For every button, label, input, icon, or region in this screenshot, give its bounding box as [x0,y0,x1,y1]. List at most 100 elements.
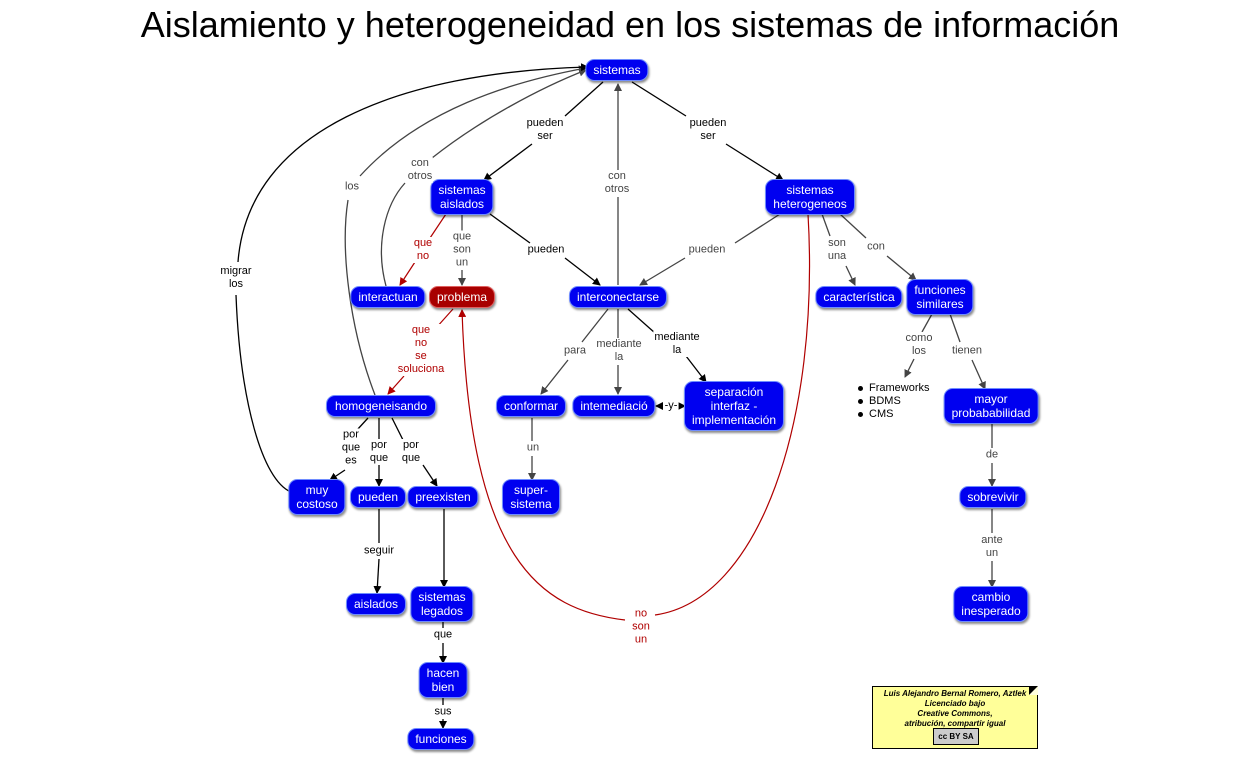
link-label-ante-un: ante un [980,534,1004,560]
node-cambio: cambio inesperado [953,586,1029,622]
link-label-con-otros-1: con otros [406,157,434,183]
bullet-icon [858,386,863,391]
link-label-por-que-2: por que [400,439,422,465]
connector [540,359,569,395]
connector [235,294,292,493]
node-homogeneisando: homogeneisando [326,395,436,417]
license-note: Luis Alejandro Bernal Romero, Aztlek Lic… [872,686,1038,749]
connector [391,417,404,441]
link-label-por-que-es: por que es [340,428,362,468]
examples-list: Frameworks BDMS CMS [858,382,930,421]
connector [431,68,587,159]
node-heterogeneos: sistemas heterogeneos [765,179,855,215]
node-preexisten: preexisten [407,486,479,508]
connector [734,213,781,244]
folded-corner-icon [1029,686,1038,695]
node-pueden: pueden [349,486,407,508]
node-problema: problema [428,286,496,308]
link-label-los: los [343,180,361,194]
credit-line: atribución, compartir igual [904,719,1006,728]
node-interconectarse: interconectarse [568,286,668,308]
connector [654,213,811,616]
connector [685,355,707,383]
connector [821,213,831,237]
example-item: BDMS [858,395,930,408]
node-aislados-top: sistemas aislados [430,179,494,215]
link-label-son-una: son una [826,237,848,263]
link-label-sus: sus [433,705,453,719]
connector [627,308,656,334]
connector [631,81,687,117]
link-label-mediante-la-1: mediante la [595,338,643,364]
connector [489,213,531,244]
connector [839,213,867,239]
link-label-que-son-un: que son un [451,230,473,270]
connector [886,255,917,281]
node-legados: sistemas legados [410,586,474,622]
link-label-un: un [525,441,541,455]
credit-line: Luis Alejandro Bernal Romero, Aztlek [883,689,1027,698]
diagram-title: Aislamiento y heterogeneidad en los sist… [140,4,1120,45]
node-funciones-similares: funciones similares [906,279,974,315]
connector [329,469,346,481]
node-sistemas: sistemas [585,59,649,81]
connector [373,558,382,594]
node-conformar: conformar [495,395,567,417]
node-caracteristica: característica [815,286,903,308]
connector [359,65,587,177]
link-label-pueden-a: pueden [526,243,566,257]
link-label-por-que-1: por que [368,439,390,465]
link-label-para: para [562,344,588,358]
connector [845,265,856,286]
link-label-que-no-se-soluciona: que no se soluciona [396,324,446,376]
connector [380,182,406,287]
bullet-icon [858,399,863,404]
link-label-que-no: que no [412,237,434,263]
link-label-tienen: tienen [951,344,983,358]
node-super-sistema: super- sistema [502,479,560,515]
connector [344,199,376,396]
node-intermediacio: intemediació [572,395,656,417]
node-muy-costoso: muy costoso [288,479,346,515]
connector [237,63,589,263]
link-label-pueden-ser-2: pueden ser [688,117,728,143]
connector [356,417,369,431]
link-label-de: de [984,448,1000,462]
node-interactuan: interactuan [350,286,426,308]
connector [971,359,986,390]
connector [458,309,626,621]
example-item: Frameworks [858,382,930,395]
node-funciones: funciones [407,728,475,750]
connector [387,375,405,395]
link-label-pueden-ser-1: pueden ser [525,117,565,143]
link-label-con-otros-2: con otros [603,170,631,196]
link-label-mediante-la-2: mediante la [653,331,701,357]
connector [564,257,601,286]
connector [725,143,784,181]
connector [399,261,416,286]
example-text: CMS [869,408,894,420]
connector [422,464,438,487]
connector [581,308,609,343]
connector [921,313,933,333]
example-text: Frameworks [869,382,930,394]
connector [429,213,447,239]
credit-line: Creative Commons, [917,709,993,718]
example-text: BDMS [869,395,901,407]
link-label-seguir: seguir [363,544,395,558]
node-sobrevivir: sobrevivir [959,486,1027,508]
connector [639,257,686,286]
connector [483,143,533,181]
node-separacion: separación interfaz - implementación [683,381,785,431]
node-mayor-prob: mayor probababilidad [943,388,1039,424]
connector [949,313,961,343]
creative-commons-badge: cc BY SA [933,728,979,745]
node-hacen-bien: hacen bien [418,662,468,698]
example-item: CMS [858,408,930,421]
link-label-que: que [432,628,454,642]
credit-line: Licenciado bajo [924,699,986,708]
connector [904,358,915,378]
link-label-pueden-b: pueden [687,243,727,257]
connector [564,81,604,117]
